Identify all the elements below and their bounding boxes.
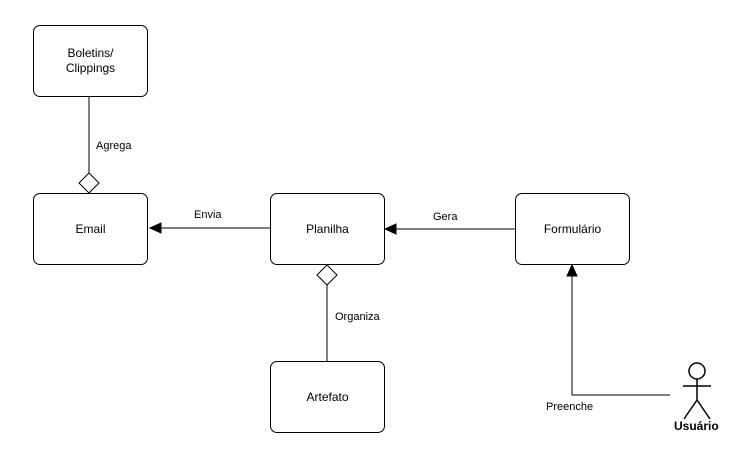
node-boletins-clippings[interactable]: Boletins/ Clippings [33, 25, 148, 97]
edge-label-agrega: Agrega [96, 140, 132, 152]
edge-preenche [566, 263, 670, 396]
edge-label-preenche: Preenche [546, 401, 594, 413]
actor-label-usuario: Usuário [674, 419, 719, 433]
edge-gera [383, 223, 515, 235]
node-formulario[interactable]: Formulário [515, 193, 630, 265]
arrowhead-icon [566, 263, 578, 277]
aggregation-diamond-icon [316, 264, 338, 286]
edge-envia [148, 222, 270, 234]
edge-label-envia: Envia [194, 209, 222, 221]
arrowhead-icon [148, 222, 162, 234]
stick-figure-actor-icon [683, 362, 711, 420]
edge-organiza [316, 264, 338, 361]
arrowhead-icon [383, 223, 397, 235]
edge-label-organiza: Organiza [335, 311, 380, 323]
node-planilha[interactable]: Planilha [270, 193, 385, 265]
node-email[interactable]: Email [33, 193, 148, 265]
edge-label-gera: Gera [433, 211, 458, 223]
node-artefato[interactable]: Artefato [270, 361, 385, 433]
aggregation-diamond-icon [78, 172, 100, 194]
